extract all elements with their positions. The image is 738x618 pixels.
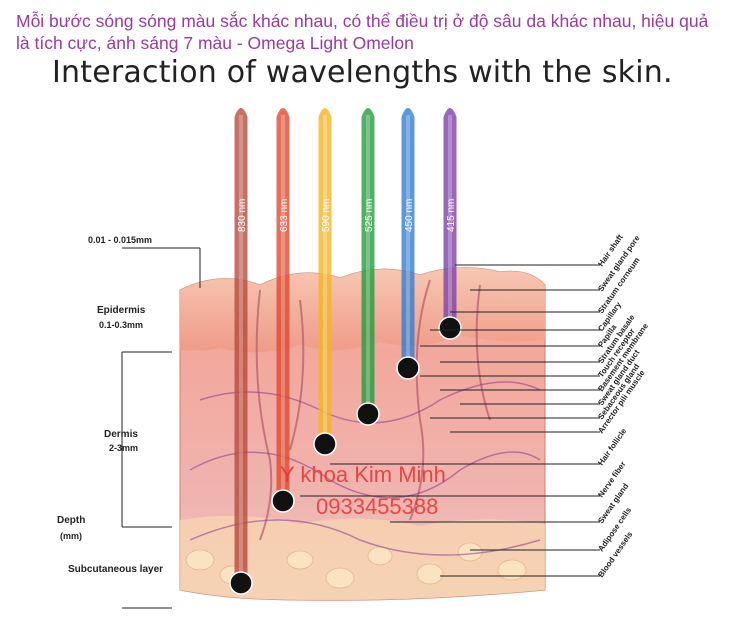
absorption-dot-590 (313, 432, 337, 456)
light-beam-3 (318, 108, 332, 444)
light-beam-highlight-3 (323, 115, 327, 444)
caption-text: Mỗi bước sóng sóng màu sắc khác nhau, có… (16, 11, 709, 53)
beam-label-5: 450 nm (404, 199, 415, 232)
beam-label-3: 590 nm (321, 199, 332, 232)
thickness-label: 0.01 - 0.015mm (88, 235, 152, 245)
light-beam-4 (361, 108, 375, 414)
absorption-dot-633 (271, 489, 295, 513)
adipose-cells (185, 542, 527, 589)
absorption-dot-525 (356, 402, 380, 426)
dermis-label: Dermis (104, 429, 138, 440)
light-beam-5 (401, 108, 415, 368)
right-label-16: Blood vessels (596, 529, 635, 579)
absorption-dot-415 (438, 316, 462, 340)
left-labels: 0.01 - 0.015mm Epidermis 0.1-0.3mm Dermi… (57, 235, 163, 575)
light-beam-highlight-6 (448, 115, 452, 328)
subcutaneous-label: Subcutaneous layer (68, 564, 163, 575)
absorption-dot-830 (229, 571, 253, 595)
light-beam-highlight-2 (281, 115, 285, 501)
light-beam-highlight-4 (366, 115, 370, 414)
light-beam-2 (276, 108, 290, 501)
beam-label-2: 633 nm (279, 199, 290, 232)
watermark-name: Y khoa Kim Minh (280, 462, 446, 487)
light-beam-1 (234, 108, 248, 583)
subcutaneous-layer (180, 515, 545, 601)
dermis-depth-label: 2-3mm (109, 443, 138, 453)
absorption-dot-450 (396, 356, 420, 380)
beam-label-6: 415 nm (446, 199, 457, 232)
epidermis-depth-label: 0.1-0.3mm (99, 320, 143, 330)
depth-label: Depth (57, 515, 85, 526)
depth-unit-label: (mm) (60, 531, 82, 541)
epidermis-label: Epidermis (97, 305, 146, 316)
light-beam-highlight-5 (406, 115, 410, 368)
follicles (255, 279, 491, 541)
beam-label-1: 830 nm (237, 199, 248, 232)
light-beam-highlight-1 (239, 115, 243, 583)
light-beams: 830 nm 633 nm 590 nm 525 nm 450 nm 415 nm (234, 108, 457, 583)
diagram-title: Interaction of wavelengths with the skin… (52, 55, 673, 90)
light-beam-6 (443, 108, 457, 328)
absorption-points (229, 316, 462, 595)
watermark-phone: 0933455388 (316, 494, 439, 519)
beam-label-4: 525 nm (364, 199, 375, 232)
left-scale (121, 247, 201, 609)
